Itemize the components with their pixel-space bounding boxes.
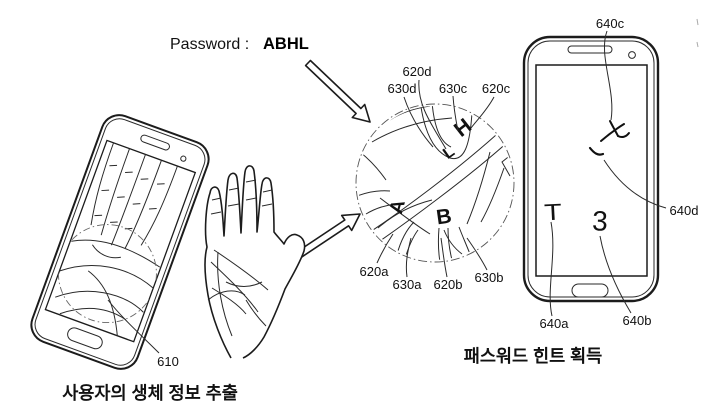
password-label: Password : (170, 36, 249, 53)
right-phone-home-button-icon (571, 283, 609, 298)
hidden-letter-h: H (450, 114, 476, 141)
hint-mark-640d-icon (588, 146, 605, 156)
palm-scan-graphic (55, 141, 179, 337)
ref-640c: 640c (596, 16, 625, 31)
ref-620b: 620b (434, 277, 463, 292)
left-phone-earpiece-icon (140, 134, 170, 151)
left-phone-camera-icon (180, 155, 187, 162)
arrow-password-to-magnifier (304, 59, 371, 123)
hint-letter-t: T (544, 198, 563, 225)
right-caption: 패스워드 힌트 획득 (464, 346, 603, 366)
right-phone-camera-icon (628, 51, 636, 59)
left-phone (30, 114, 210, 370)
palm-crease-lines (207, 179, 273, 337)
hand-outline (204, 165, 306, 359)
right-phone-body (522, 35, 660, 303)
right-phone: T 3 640c 640d 640a 640b (522, 16, 699, 331)
magnifier-circle (355, 103, 515, 263)
ref-630a: 630a (393, 277, 423, 292)
left-phone-body (30, 114, 210, 370)
magnified-palm-view: H L A B 620d 630d 630c 620c 620a 630a 62… (355, 64, 515, 292)
left-caption: 사용자의 생체 정보 추출 (62, 383, 238, 403)
left-phone-body-inner-line (34, 118, 206, 366)
leader-line-610 (107, 299, 160, 354)
left-phone-screen (44, 139, 197, 343)
ref-620d: 620d (403, 64, 432, 79)
scan-artifact-marks (696, 18, 699, 48)
hint-letter-3: 3 (592, 205, 609, 237)
ref-630c: 630c (439, 81, 468, 96)
hidden-letter-l: L (440, 143, 458, 163)
ref-640a: 640a (540, 316, 570, 331)
hint-mark-640c-icon (600, 120, 630, 142)
ref-640d: 640d (670, 203, 699, 218)
hidden-letter-b: B (435, 205, 453, 230)
ref-620c: 620c (482, 81, 511, 96)
right-phone-body-inner-line (527, 40, 655, 298)
user-hand-illustration (204, 165, 306, 359)
ref-620a: 620a (360, 264, 390, 279)
magnifier-leader-lines (376, 79, 495, 278)
magnified-palm-lines (358, 106, 512, 260)
hidden-letter-a: A (386, 197, 410, 216)
ref-640b: 640b (623, 313, 652, 328)
ref-610: 610 (157, 354, 179, 369)
right-phone-earpiece-icon (567, 45, 613, 54)
right-phone-screen (535, 64, 648, 277)
ref-630b: 630b (475, 270, 504, 285)
ref-630d: 630d (388, 81, 417, 96)
password-value: ABHL (263, 35, 309, 53)
left-phone-home-button-icon (67, 327, 103, 350)
right-phone-leader-lines (549, 30, 667, 317)
